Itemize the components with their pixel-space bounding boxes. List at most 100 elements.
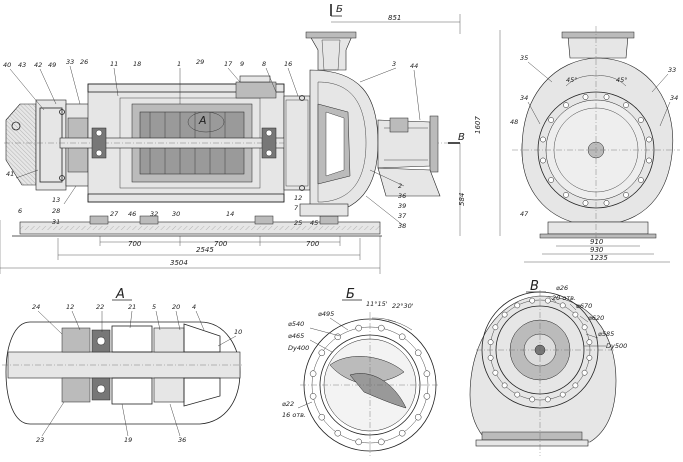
dim-851: 851 [388, 14, 401, 22]
part-callout: 13 [52, 196, 60, 204]
bolt-hole [586, 354, 593, 361]
part-callout: 18 [133, 60, 141, 68]
bolt-hole [355, 324, 362, 332]
bolt-hole [334, 429, 342, 437]
dim-700-3: 700 [306, 240, 320, 248]
bolt-hole [582, 94, 589, 100]
bolt-hole [514, 302, 521, 309]
part-callout: 47 [520, 210, 529, 218]
part-callout: 43 [18, 61, 26, 69]
bolt-hole [540, 136, 546, 143]
hole-count-20: 20 отв. [552, 294, 576, 302]
part-callout: 5 [152, 303, 156, 311]
part-callout: 14 [226, 210, 234, 218]
bolt-hole [501, 311, 508, 318]
part-callout: 32 [150, 210, 158, 218]
angle-45-right: 45° [616, 76, 628, 84]
bolt-hole [501, 382, 508, 389]
bolt-hole [378, 438, 385, 446]
detail-a-title: А [115, 287, 125, 302]
dim-930: 930 [590, 246, 604, 254]
hole-count-16: 16 отв. [282, 411, 306, 419]
part-callout: 9 [240, 60, 244, 68]
part-callout: 44 [410, 62, 418, 70]
part-callout: 36 [398, 192, 406, 200]
bolt-hole [586, 339, 593, 346]
part-callout: 46 [128, 210, 136, 218]
part-callout: 6 [18, 207, 22, 215]
view-v: В ⌀26 20 отв. ⌀670 ⌀620 ⌀585 Dy500 [469, 279, 627, 456]
bolt-hole [548, 177, 554, 183]
dim-700-2: 700 [214, 240, 228, 248]
bolt-hole [638, 117, 644, 123]
part-callout: 40 [3, 61, 11, 69]
part-callout: 7 [294, 204, 299, 212]
bolt-hole [544, 396, 551, 403]
bolt-hole [572, 311, 579, 318]
bolt-hole [581, 324, 588, 331]
bolt-hole [398, 333, 406, 341]
part-callout: 11 [110, 60, 118, 68]
part-callout: 8 [262, 60, 266, 68]
angle-11-15: 11°15' [366, 300, 388, 308]
bolt-hole [529, 297, 536, 304]
cut-mark-v: В [458, 132, 465, 143]
diameter-670: ⌀670 [576, 302, 592, 310]
bolt-hole [487, 354, 494, 361]
cut-mark-b: Б [336, 4, 343, 15]
part-callout: 33 [66, 58, 74, 66]
side-view: 1607 910 930 1235 45° 45° 35 33 34 34 48… [474, 26, 680, 263]
bolt-hole [309, 370, 317, 377]
bolt-hole [603, 200, 610, 206]
bolt-hole [318, 413, 326, 421]
bolt-hole [559, 391, 566, 398]
bolt-hole [572, 382, 579, 389]
diameter-465: ⌀465 [288, 332, 304, 340]
bolt-hole [548, 117, 554, 123]
part-callout: 39 [398, 202, 406, 210]
bolt-hole [334, 333, 342, 341]
part-callout: 2 [398, 182, 402, 190]
part-callout: 25 [294, 219, 302, 227]
part-callout: 26 [80, 58, 88, 66]
part-callout: 23 [36, 436, 44, 444]
bolt-hole [414, 413, 422, 421]
bolt-hole [492, 324, 499, 331]
dim-3504: 3504 [170, 259, 188, 267]
view-b-annotations: 11°15' 22°30' ⌀495 ⌀540 ⌀465 Dy400 ⌀22 1… [282, 300, 414, 419]
dim-2545: 2545 [196, 246, 214, 254]
part-callout: 12 [294, 194, 302, 202]
part-callout: 35 [520, 54, 528, 62]
part-callout: 22 [96, 303, 104, 311]
angle-22-30: 22°30' [392, 302, 414, 310]
bolt-hole [487, 339, 494, 346]
part-callout: 33 [668, 66, 676, 74]
part-callout: 10 [234, 328, 242, 336]
bolt-hole [423, 393, 431, 400]
part-callout: 36 [178, 436, 186, 444]
part-callout: 37 [398, 212, 407, 220]
part-callout: 19 [124, 436, 132, 444]
nominal-dy500: Dy500 [606, 342, 627, 350]
bolt-hole [492, 369, 499, 376]
view-b: Б 11°15' 22°30' ⌀495 ⌀540 ⌀465 Dy400 ⌀22… [282, 287, 440, 456]
bolt-hole [309, 393, 317, 400]
diameter-585: ⌀585 [598, 330, 614, 338]
part-callout: 1 [177, 60, 181, 68]
diameter-495: ⌀495 [318, 310, 334, 318]
bolt-hole [646, 136, 652, 143]
part-callout: 21 [128, 303, 136, 311]
detail-a-view: А 24 12 22 21 5 20 4 10 23 19 36 [2, 287, 244, 444]
part-callout: 24 [32, 303, 40, 311]
bolt-hole [623, 102, 629, 108]
bolt-hole [529, 396, 536, 403]
part-callout: 31 [52, 218, 60, 226]
bolt-hole [559, 302, 566, 309]
bolt-hole [563, 102, 569, 108]
part-callout: 49 [48, 61, 56, 69]
angle-45-left: 45° [566, 76, 578, 84]
dim-910: 910 [590, 238, 604, 246]
bolt-hole [423, 370, 431, 377]
